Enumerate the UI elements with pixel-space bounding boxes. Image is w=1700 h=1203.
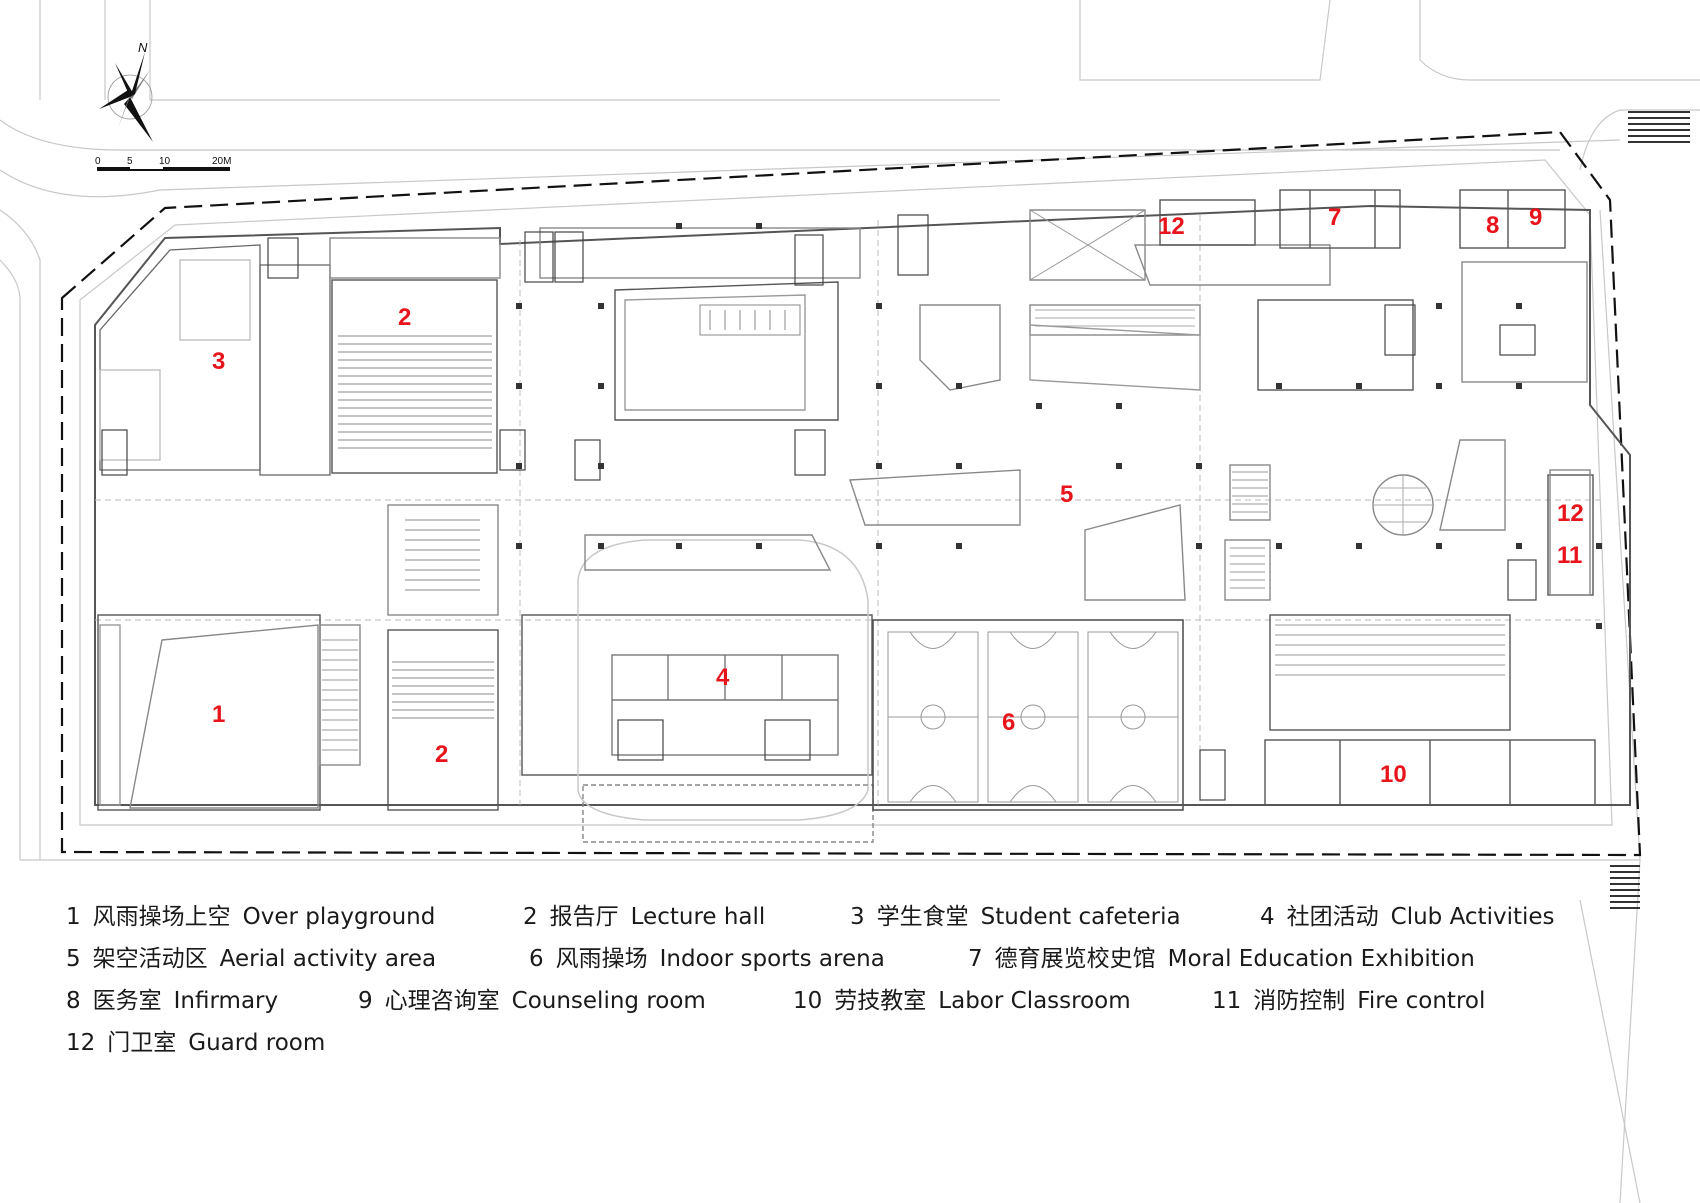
room-number-4: 4 (716, 664, 730, 691)
room-number-6: 6 (1002, 709, 1015, 736)
scale-tick-5: 5 (127, 156, 133, 167)
room-number-7: 7 (1328, 204, 1341, 231)
stair-cores (101, 214, 1537, 801)
building-outline (94, 204, 1631, 806)
room-number-2-south: 2 (435, 741, 448, 768)
crosswalk-north (1628, 111, 1690, 143)
club-activities-zone (521, 534, 874, 843)
aerial-activity-zone (849, 209, 1331, 601)
scale-bar: 0 5 10 20M (95, 156, 231, 171)
room-number-12-north: 12 (1158, 213, 1185, 240)
room-number-12-east: 12 (1557, 500, 1584, 527)
cafeteria-zone (99, 244, 331, 476)
north-label: N (138, 40, 148, 55)
column-grid (516, 223, 1602, 629)
inner-road (79, 159, 1613, 826)
site-boundary (60, 130, 1642, 857)
room-number-11: 11 (1557, 542, 1582, 569)
room-number-9: 9 (1529, 204, 1542, 231)
lecture-hall-south (387, 504, 499, 811)
scale-tick-0: 0 (95, 156, 101, 167)
over-playground-zone (97, 614, 361, 811)
scale-tick-20m: 20M (212, 156, 231, 167)
north-arrow-icon: N (99, 40, 153, 142)
central-courtyard (539, 227, 861, 421)
room-number-1: 1 (212, 701, 225, 728)
room-number-5: 5 (1060, 481, 1073, 508)
room-number-10: 10 (1380, 761, 1407, 788)
crosswalk-south (1610, 865, 1640, 909)
sports-arena-zone (872, 619, 1184, 811)
lecture-hall-north (329, 237, 501, 474)
east-wing (1224, 261, 1596, 806)
room-number-labels: 1 2 2 3 4 5 6 7 8 9 10 11 12 12 (212, 204, 1584, 788)
room-number-3: 3 (212, 348, 225, 375)
north-rooms (1159, 189, 1591, 596)
structural-grid (95, 215, 1600, 805)
room-number-2-north: 2 (398, 304, 411, 331)
room-number-8: 8 (1486, 212, 1499, 239)
scale-tick-10: 10 (159, 156, 171, 167)
